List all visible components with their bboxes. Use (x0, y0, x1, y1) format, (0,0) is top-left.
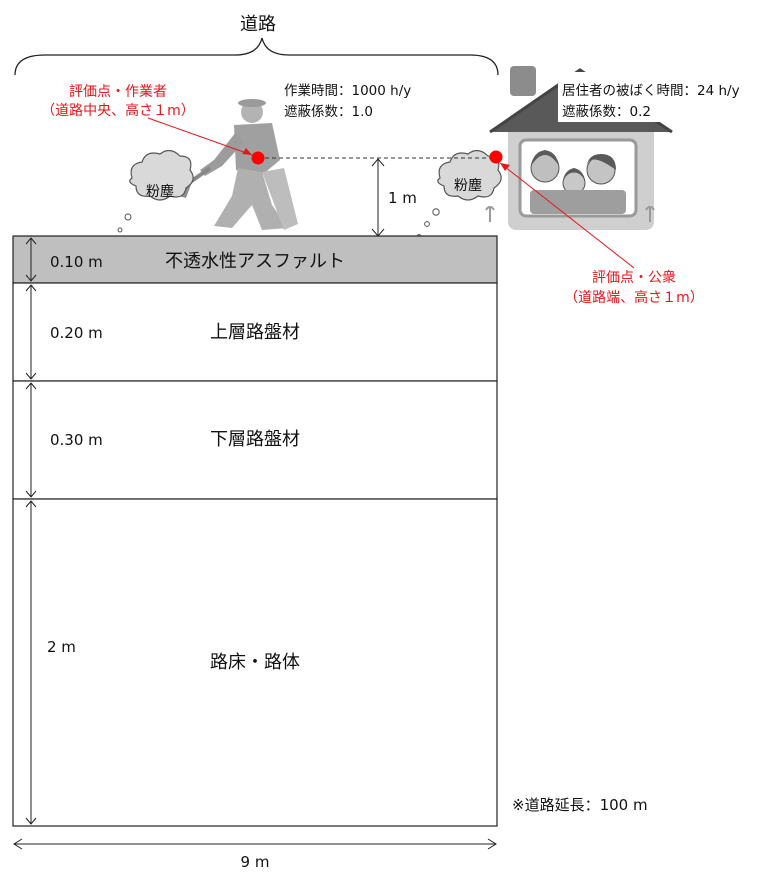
worker-time: 作業時間：1000 h/y (284, 83, 411, 99)
height-dimension (371, 158, 385, 237)
road-brace (14, 37, 499, 76)
public-eval-title: 評価点・公衆 (592, 270, 676, 286)
layer-3-name: 路床・路体 (210, 652, 300, 673)
width-dimension (13, 838, 497, 850)
dust-label-right: 粉塵 (454, 177, 482, 194)
worker-eval-title: 評価点・作業者 (69, 84, 167, 100)
resident-shield: 遮蔽係数：0.2 (562, 104, 651, 120)
height-label: 1 m (388, 189, 417, 207)
layer-2-thickness: 0.30 m (50, 431, 103, 449)
layer-subgrade (12, 498, 498, 827)
resident-time: 居住者の被ばく時間：24 h/y (562, 83, 740, 99)
layer-1-thickness: 0.20 m (50, 324, 103, 342)
family-icon (530, 150, 626, 214)
layer-2-name: 下層路盤材 (210, 429, 300, 450)
layer-lower-base (12, 380, 498, 500)
layer-upper-base (12, 282, 498, 382)
worker-eval-point (251, 151, 265, 165)
worker-illustration (164, 99, 298, 230)
worker-eval-sub: （道路中央、高さ１m） (41, 102, 195, 119)
dust-cloud-right (417, 149, 502, 238)
layer-1-name: 上層路盤材 (210, 322, 300, 343)
public-eval-sub: （道路端、高さ１m） (564, 289, 704, 306)
road-label: 道路 (240, 14, 276, 35)
public-pointer-arrow (499, 162, 635, 269)
layer-0-thickness: 0.10 m (50, 253, 103, 271)
layer-0-name: 不透水性アスファルト (165, 251, 345, 272)
public-eval-point (489, 150, 503, 164)
dust-label-left: 粉塵 (146, 183, 174, 200)
width-label: 9 m (241, 853, 270, 871)
dust-cloud-left (111, 149, 194, 243)
road-length-note: ※道路延長：100 m (512, 796, 648, 814)
worker-shield: 遮蔽係数：1.0 (284, 104, 373, 120)
worker-pointer-arrow (147, 117, 253, 156)
layer-asphalt (12, 235, 498, 284)
thickness-arrows (25, 237, 37, 825)
layer-3-thickness: 2 m (47, 638, 76, 656)
